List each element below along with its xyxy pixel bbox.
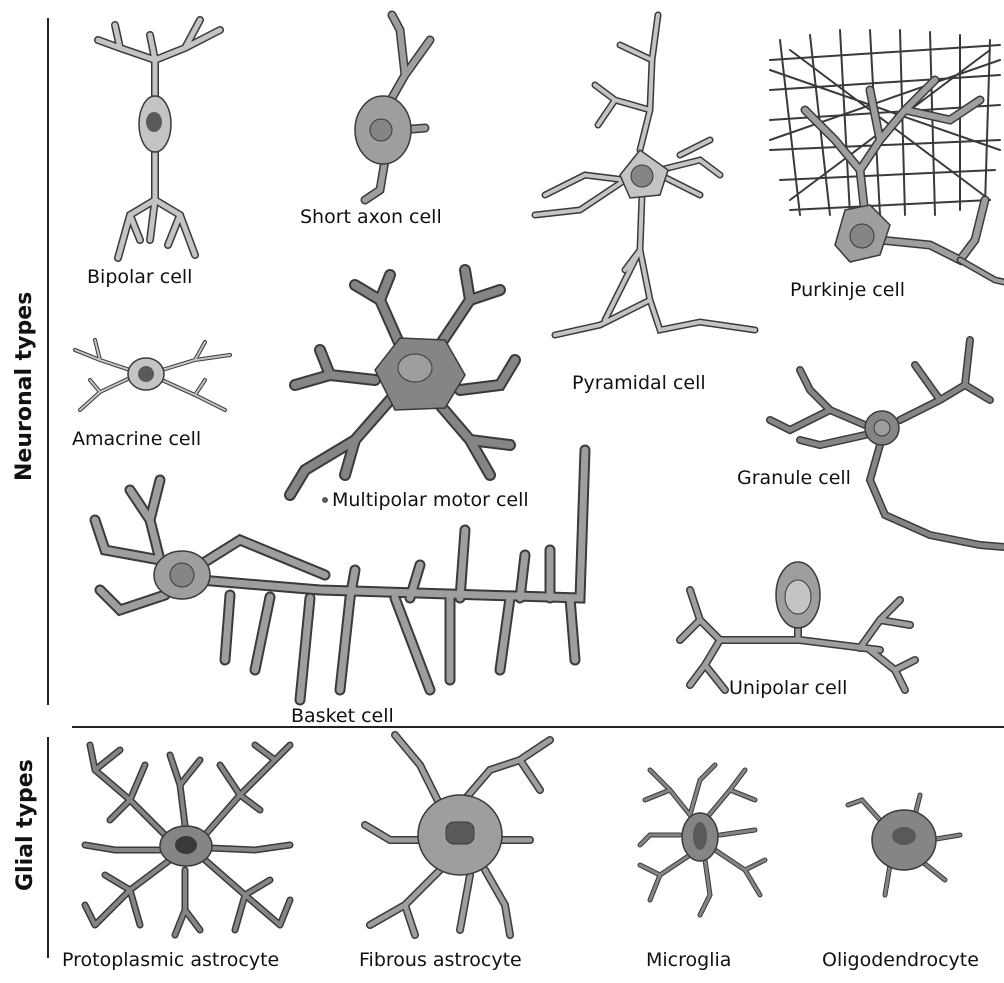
label-bipolar-cell: Bipolar cell — [87, 266, 192, 288]
label-multipolar-motor-cell: Multipolar motor cell — [332, 489, 529, 511]
section-label-glial: Glial types — [13, 781, 43, 891]
purkinje-cell-drawing — [770, 30, 1004, 282]
section-label-neuronal: Neuronal types — [12, 301, 42, 481]
pyramidal-cell-drawing — [535, 15, 755, 335]
amacrine-cell-drawing — [75, 340, 230, 410]
basket-cell-drawing — [95, 450, 585, 700]
short-axon-cell-drawing — [355, 15, 430, 200]
label-microglia: Microglia — [646, 949, 731, 971]
oligodendrocyte-drawing — [848, 795, 960, 895]
label-amacrine-cell: Amacrine cell — [72, 428, 201, 450]
microglia-drawing — [640, 765, 765, 915]
label-granule-cell: Granule cell — [737, 467, 851, 489]
label-short-axon-cell: Short axon cell — [300, 206, 442, 228]
unipolar-cell-drawing — [680, 562, 915, 690]
protoplasmic-astrocyte-drawing — [85, 745, 290, 935]
label-protoplasmic-astrocyte: Protoplasmic astrocyte — [62, 949, 279, 971]
label-fibrous-astrocyte: Fibrous astrocyte — [359, 949, 522, 971]
granule-cell-drawing — [770, 340, 1004, 547]
label-unipolar-cell: Unipolar cell — [729, 677, 847, 699]
label-pyramidal-cell: Pyramidal cell — [572, 372, 706, 394]
label-oligodendrocyte: Oligodendrocyte — [822, 949, 979, 971]
label-basket-cell: Basket cell — [291, 705, 394, 727]
fibrous-astrocyte-drawing — [365, 735, 550, 935]
bipolar-cell-drawing — [98, 20, 220, 258]
label-purkinje-cell: Purkinje cell — [790, 279, 905, 301]
multipolar-motor-cell-drawing — [290, 270, 515, 503]
